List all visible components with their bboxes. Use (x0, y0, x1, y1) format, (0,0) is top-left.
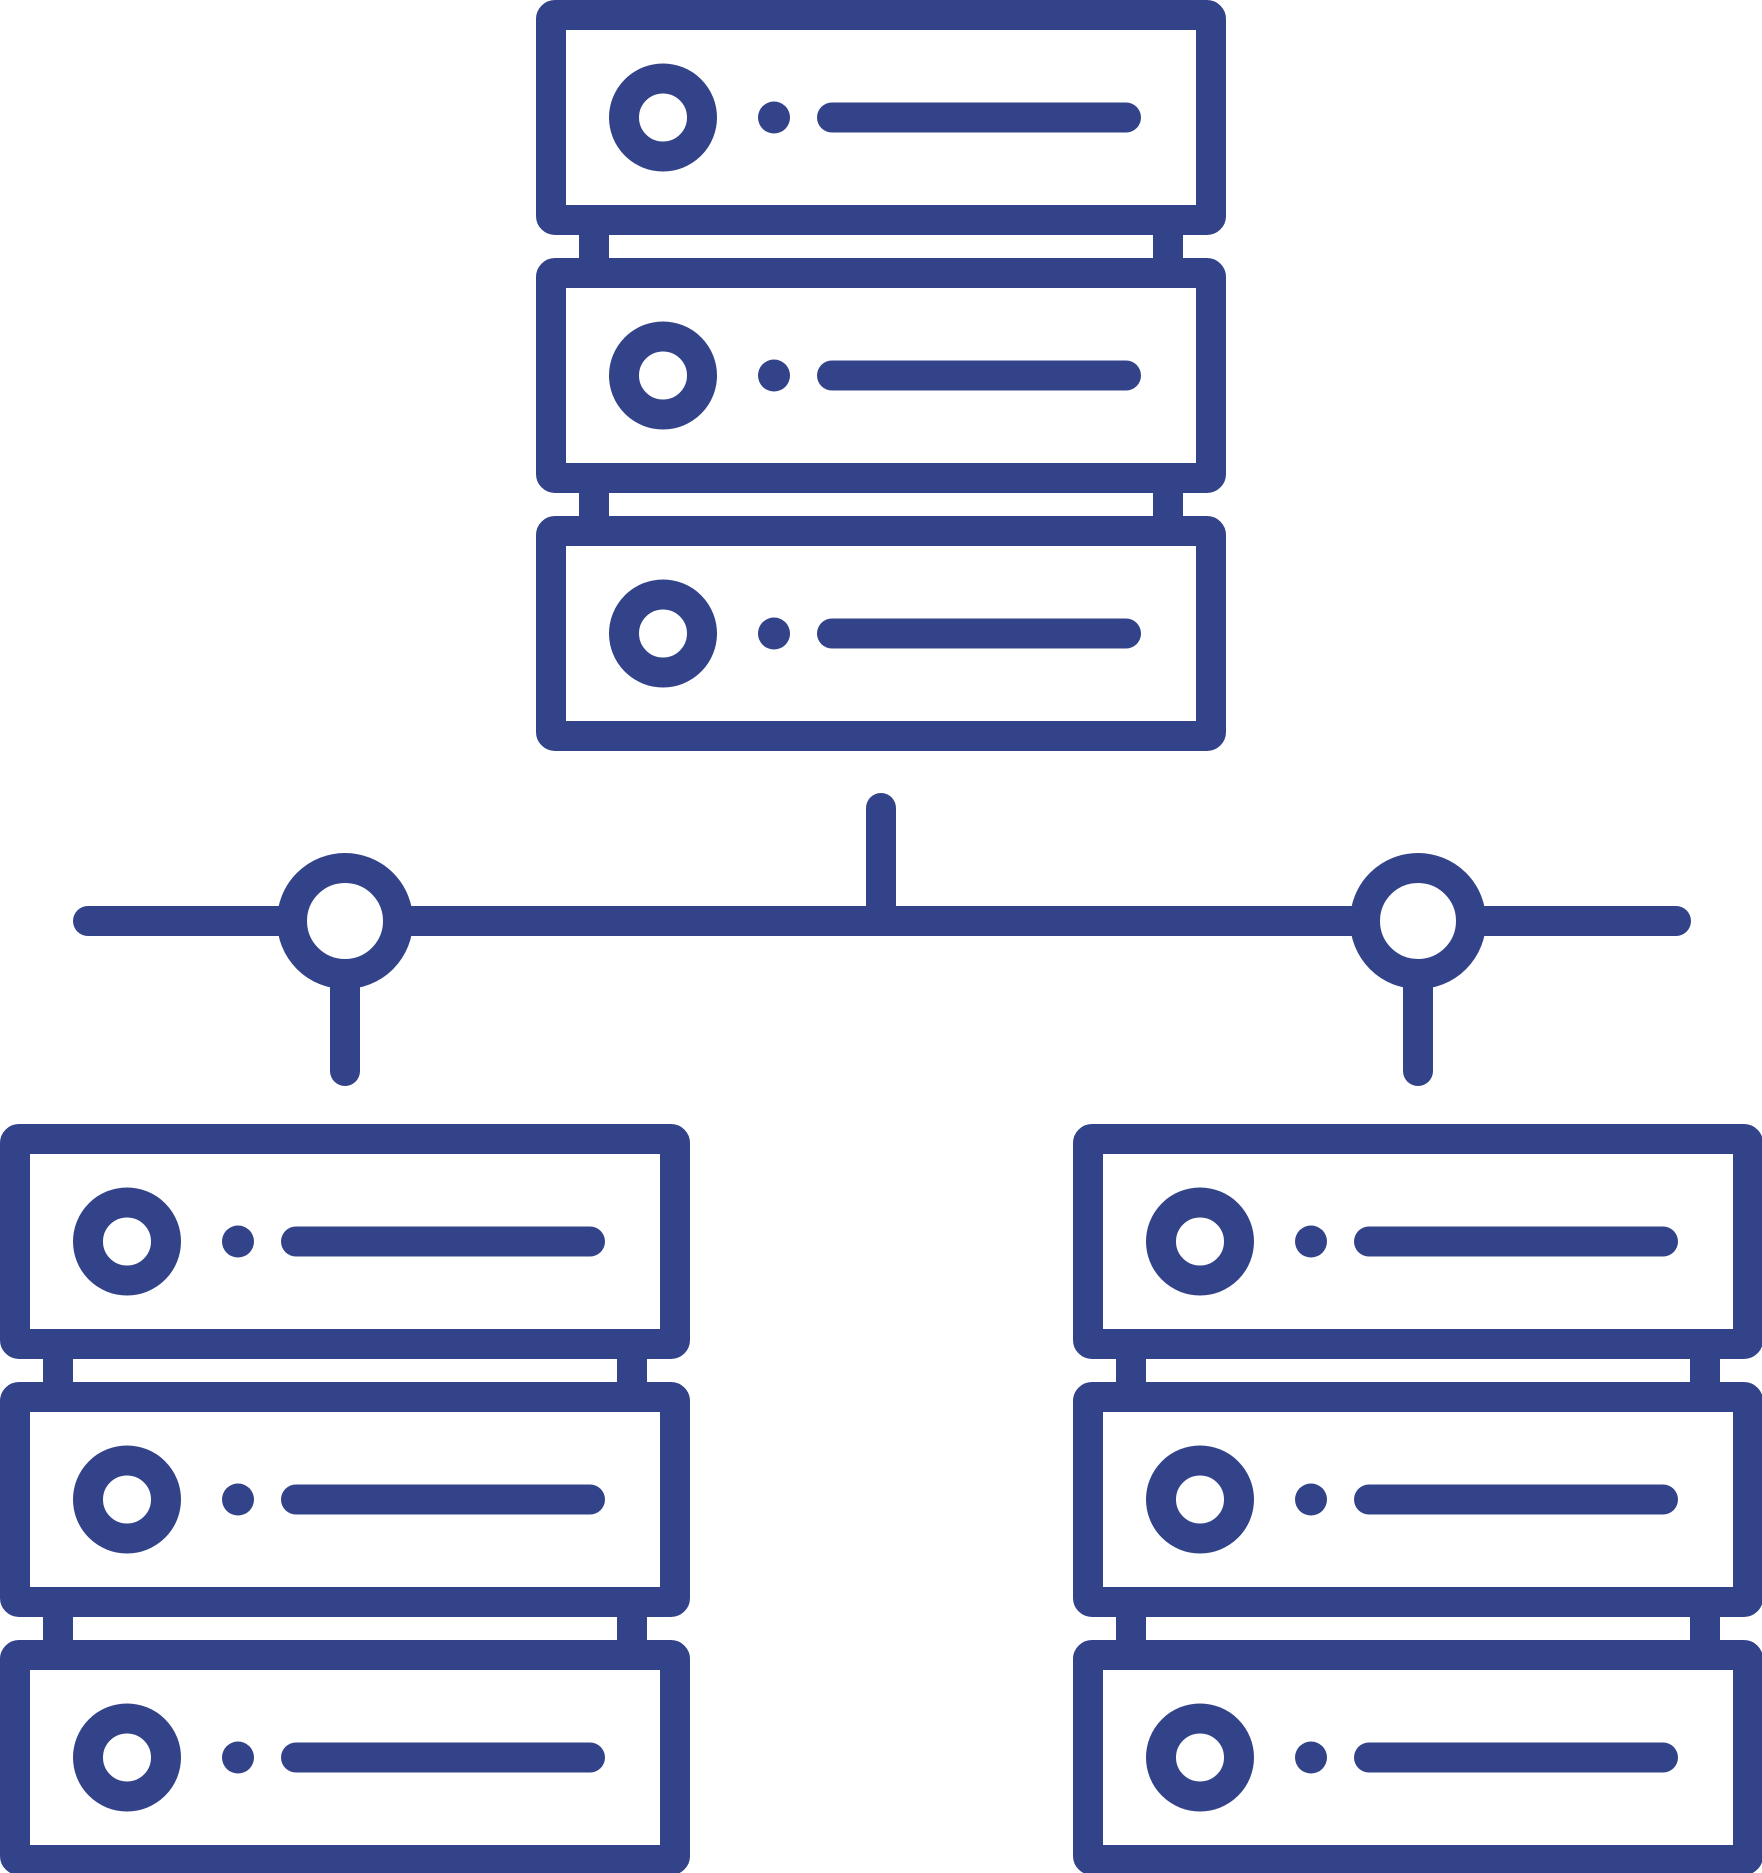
status-led-icon (1295, 1741, 1327, 1774)
network-node-icon (1350, 853, 1486, 989)
power-button-icon (1146, 1703, 1254, 1812)
server-unit-box (1073, 1640, 1762, 1873)
power-button-icon (1146, 1187, 1254, 1296)
network-connections (73, 793, 1691, 1086)
server-unit-box (536, 516, 1226, 751)
server-unit (536, 516, 1226, 751)
server-unit-box (1073, 1382, 1762, 1617)
network-node-icon (277, 853, 413, 989)
status-led-icon (222, 1483, 254, 1516)
server-unit-box (0, 1640, 690, 1873)
server-unit-box (0, 1124, 690, 1359)
server-unit (536, 0, 1226, 235)
power-button-icon (1146, 1445, 1254, 1554)
status-led-icon (758, 101, 790, 134)
server-rack-bottom-right (1073, 1124, 1762, 1873)
server-unit-box (536, 0, 1226, 235)
server-unit (1073, 1640, 1762, 1873)
power-button-icon (609, 579, 717, 688)
status-led-icon (1295, 1225, 1327, 1258)
server-unit (0, 1124, 690, 1359)
server-unit (1073, 1382, 1762, 1617)
server-unit-box (536, 258, 1226, 493)
status-led-icon (222, 1741, 254, 1774)
server-unit (0, 1640, 690, 1873)
power-button-icon (609, 321, 717, 430)
power-button-icon (609, 63, 717, 172)
status-led-icon (1295, 1483, 1327, 1516)
status-led-icon (758, 617, 790, 650)
status-led-icon (222, 1225, 254, 1258)
server-unit-box (1073, 1124, 1762, 1359)
status-led-icon (758, 359, 790, 392)
server-unit-box (0, 1382, 690, 1617)
power-button-icon (73, 1187, 181, 1296)
server-rack-top (536, 0, 1226, 751)
server-rack-bottom-left (0, 1124, 690, 1873)
server-unit (0, 1382, 690, 1617)
server-unit (1073, 1124, 1762, 1359)
power-button-icon (73, 1445, 181, 1554)
power-button-icon (73, 1703, 181, 1812)
server-unit (536, 258, 1226, 493)
